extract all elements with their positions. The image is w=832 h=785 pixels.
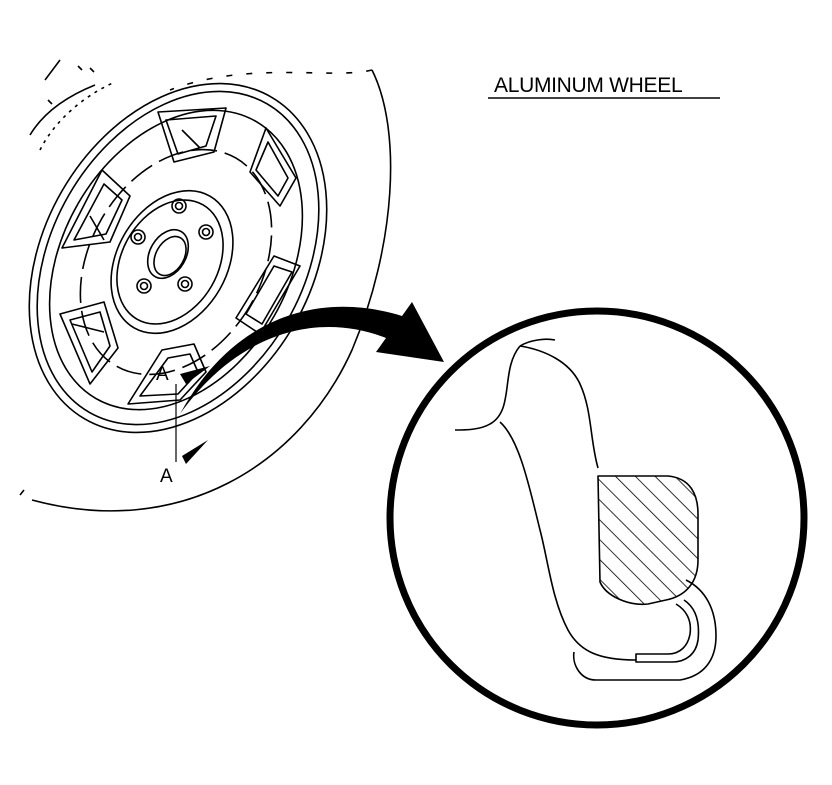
- rim-profile-outer: [454, 345, 521, 431]
- spoke-edge: [181, 129, 201, 149]
- lug-nut-center: [180, 279, 190, 289]
- rim-profile-inner: [499, 421, 637, 661]
- section-label-top: A: [156, 364, 169, 385]
- spoke-window: [61, 169, 131, 249]
- tread-mark-2: [19, 489, 25, 496]
- spoke-window-inner: [245, 265, 293, 325]
- tire-tread-top: [169, 69, 373, 91]
- rim-flange: [48, 109, 304, 411]
- spoke-window-inner: [255, 141, 289, 197]
- spoke-window: [249, 127, 297, 207]
- tread-mark-3: [47, 99, 53, 105]
- rim-profile-right: [519, 345, 599, 469]
- tire-dashed-sidewall: [39, 81, 116, 151]
- lug-nut: [136, 278, 152, 294]
- tire: [19, 59, 392, 512]
- spoke-window-inner: [69, 311, 111, 373]
- tread-marks-top: [77, 65, 95, 73]
- lug-nut: [130, 229, 146, 245]
- section-arrow-bottom: [182, 440, 208, 464]
- lug-nut-center: [133, 232, 143, 242]
- spoke-window-inner: [165, 115, 217, 155]
- tire-inner-edge-top: [29, 84, 96, 136]
- hub-outer: [110, 189, 234, 335]
- rim-edge-top: [519, 338, 556, 347]
- spoke-edge: [89, 215, 105, 241]
- diagram-title: ALUMINUM WHEEL: [488, 74, 720, 99]
- center-bore-inner: [153, 235, 187, 277]
- tread-mark-1: [44, 59, 61, 81]
- lug-nut: [177, 276, 193, 292]
- lug-nut: [198, 224, 214, 240]
- section-a-indicator: A A: [156, 364, 210, 487]
- section-label-bottom: A: [160, 466, 173, 487]
- lug-nut: [171, 198, 187, 214]
- lug-nut-center: [201, 227, 211, 237]
- spoke-window: [157, 107, 227, 163]
- spoke-window-inner: [73, 183, 123, 241]
- detail-view: [386, 307, 808, 729]
- title-text: ALUMINUM WHEEL: [494, 74, 682, 97]
- lug-nut-center: [174, 201, 184, 211]
- spoke-window-inner: [139, 353, 199, 397]
- center-bore: [146, 228, 190, 280]
- spoke-window: [127, 343, 207, 405]
- hub-ring: [116, 199, 224, 325]
- callout-arrow: [180, 302, 444, 414]
- weight-clip-inner: [635, 599, 700, 663]
- rim-outer: [28, 82, 328, 434]
- spoke-windows: [59, 107, 301, 405]
- lug-nuts: [130, 198, 214, 294]
- lug-nut-center: [139, 281, 149, 291]
- tire-outer-edge: [31, 69, 392, 512]
- weight-clip-outer: [572, 579, 717, 681]
- wheel-rim: [28, 82, 328, 434]
- detail-circle: [386, 307, 808, 729]
- spoke-edge: [71, 323, 105, 333]
- spoke-window: [59, 301, 119, 385]
- section-arrow-top: [180, 366, 210, 384]
- wheel-weight-section: [597, 475, 699, 606]
